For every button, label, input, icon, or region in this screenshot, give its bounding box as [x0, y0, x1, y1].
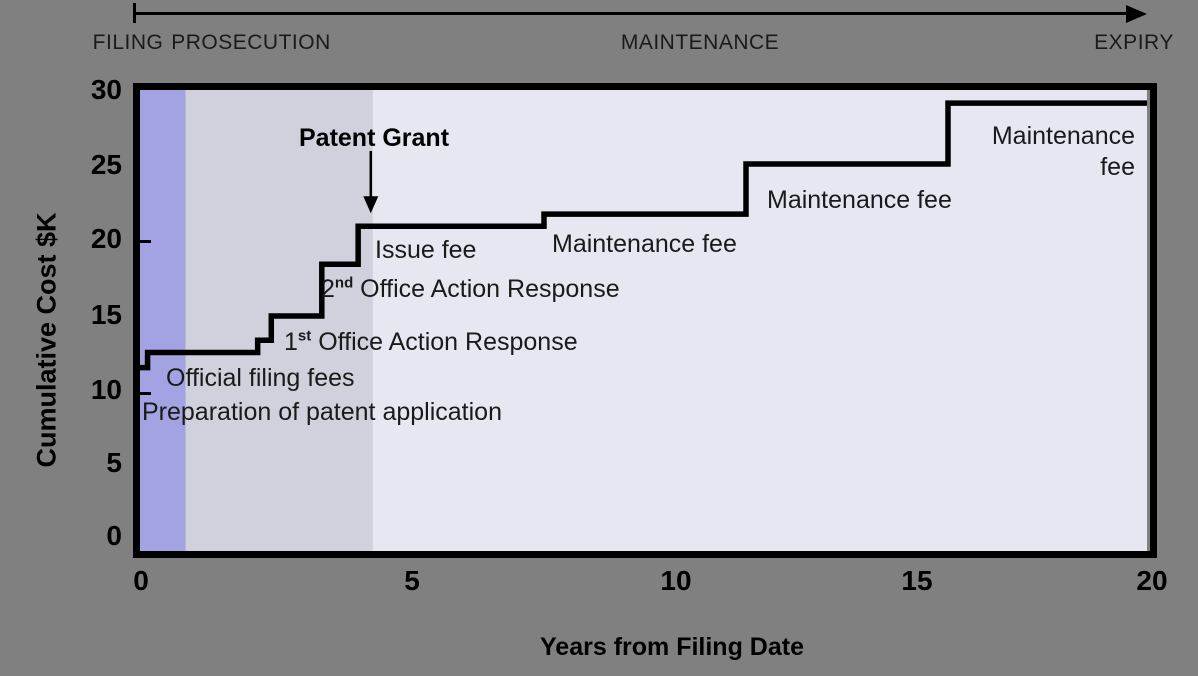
x-tick-label-0: 0 [133, 565, 149, 596]
annotation-1st-office-action-num: 1 [284, 328, 298, 356]
y-tick-label-0: 0 [106, 520, 122, 551]
y-tick-label-20: 20 [90, 223, 122, 254]
phase-shaded-regions [140, 90, 1147, 551]
phase-label-maintenance: MAINTENANCE [620, 31, 780, 54]
y-tick-label-10: 10 [90, 374, 122, 405]
phase-label-expiry: EXPIRY [1094, 31, 1174, 54]
annotation-issue-fee: Issue fee [375, 236, 477, 264]
annotation-maintenance-fee-1: Maintenance fee [552, 230, 737, 258]
phase-label-filing: FILING [92, 31, 164, 54]
region-filing [140, 90, 186, 551]
patent-grant-arrowhead-icon [363, 196, 379, 214]
annotation-patent-grant: Patent Grant [299, 124, 450, 152]
y-tick-label-15: 15 [90, 299, 122, 330]
annotation-2nd-office-action-text: Office Action Response [353, 275, 620, 303]
annotation-maintenance-fee-2: Maintenance fee [767, 186, 952, 214]
x-axis-title: Years from Filing Date [540, 633, 804, 661]
annotation-official-filing-fees: Official filing fees [166, 364, 355, 392]
annotation-maintenance-fee-3-line1: Maintenance [991, 122, 1135, 150]
y-tick-label-5: 5 [106, 447, 122, 478]
x-tick-label-10: 10 [660, 565, 692, 596]
x-tick-label-5: 5 [404, 565, 420, 596]
timeline-arrowhead-icon [1126, 5, 1147, 23]
cumulative-cost-step-line [140, 100, 1147, 371]
region-prosecution [185, 90, 373, 551]
x-tick-label-20: 20 [1136, 565, 1168, 596]
timeline-axis-line [133, 12, 1133, 15]
annotation-2nd-office-action-num: 2 [321, 275, 335, 303]
y-tick-label-25: 25 [90, 149, 122, 180]
y-tick-label-30: 30 [90, 74, 122, 105]
annotation-1st-office-action-text: Office Action Response [311, 328, 578, 356]
x-tick-label-15: 15 [901, 565, 933, 596]
annotation-preparation: Preparation of patent application [142, 398, 502, 426]
region-maintenance [372, 90, 1147, 551]
phase-label-prosecution: PROSECUTION [171, 31, 331, 54]
annotation-1st-office-action: 1st Office Action Response [284, 328, 578, 357]
plot-border [133, 83, 1157, 558]
annotation-maintenance-fee-3: Maintenance fee [975, 121, 1135, 183]
annotation-maintenance-fee-3-line2: fee [1100, 153, 1135, 181]
y-axis-title: Cumulative Cost $K [31, 212, 62, 468]
annotation-2nd-office-action-ordinal: nd [334, 274, 354, 292]
annotation-1st-office-action-ordinal: st [297, 327, 312, 345]
annotation-2nd-office-action: 2nd Office Action Response [321, 275, 620, 304]
